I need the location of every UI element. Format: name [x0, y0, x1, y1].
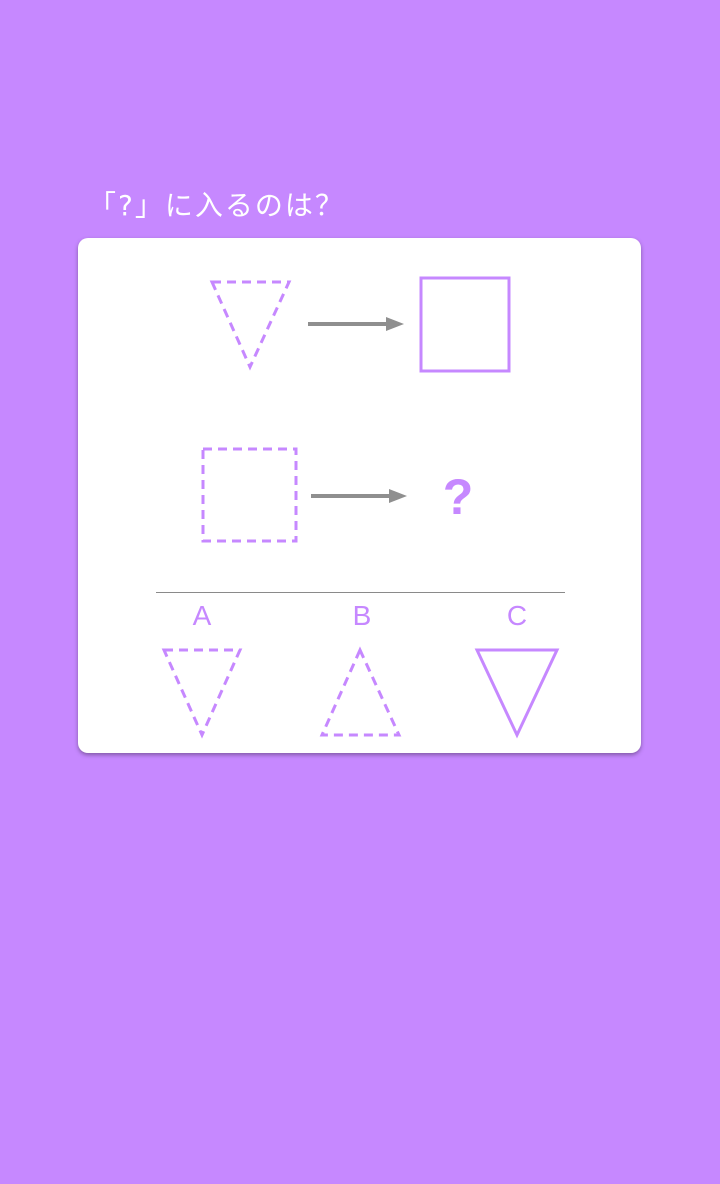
puzzle-card: ? A B C — [78, 238, 641, 753]
option-a-label[interactable]: A — [192, 600, 212, 631]
option-c-label[interactable]: C — [506, 600, 528, 631]
option-a-dashed-down-triangle[interactable] — [161, 648, 243, 739]
row2-arrow — [311, 489, 407, 503]
puzzle-figure — [161, 276, 560, 739]
question-text: 「?」に入るのは？ — [88, 189, 345, 222]
option-c-solid-down-triangle[interactable] — [474, 648, 560, 739]
options-divider — [156, 592, 565, 593]
row1-arrow — [308, 317, 404, 331]
row1-dashed-down-triangle — [209, 280, 292, 371]
row1-solid-square — [419, 276, 511, 373]
option-b-dashed-up-triangle[interactable] — [319, 646, 402, 737]
option-b-label[interactable]: B — [352, 600, 372, 631]
unknown-answer-mark: ? — [442, 469, 474, 525]
row2-dashed-square — [201, 447, 298, 543]
